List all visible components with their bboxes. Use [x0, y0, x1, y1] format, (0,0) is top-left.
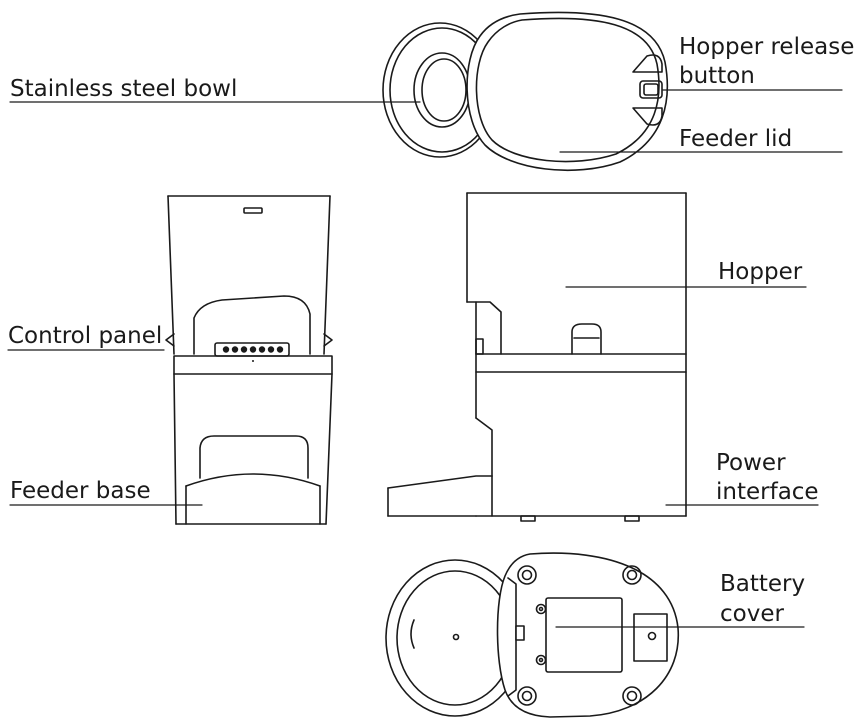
front-control-hood-drawing — [165, 295, 333, 355]
callout-lines — [7, 89, 843, 628]
label-feeder-lid: Feeder lid — [679, 126, 793, 152]
side-feeder-base-drawing — [475, 353, 687, 517]
label-battery-cover-line2: cover — [720, 601, 784, 627]
side-hopper-drawing — [466, 192, 687, 355]
label-control-panel: Control panel — [8, 323, 163, 349]
label-power-interface-line2: interface — [716, 479, 819, 505]
label-hopper: Hopper — [718, 259, 803, 285]
front-control-panel-drawing — [214, 342, 290, 357]
side-view — [387, 192, 687, 522]
label-feeder-base: Feeder base — [10, 478, 151, 504]
bottom-view — [385, 552, 680, 718]
front-feeder-base-drawing — [173, 355, 333, 525]
bottom-shell-drawing — [496, 552, 680, 718]
hopper-release-button-drawing — [632, 54, 663, 126]
label-hopper-release-line2: button — [679, 63, 755, 89]
front-view — [165, 195, 333, 525]
side-tray-drawing — [387, 475, 493, 517]
top-view — [382, 11, 669, 172]
front-hopper-drawing — [167, 195, 331, 355]
side-feet-drawing — [520, 515, 640, 522]
label-battery-cover-line1: Battery — [720, 571, 806, 597]
bottom-battery-cover-drawing — [535, 597, 668, 673]
front-bowl-drawing — [185, 435, 321, 525]
feeder-lid-drawing — [466, 11, 669, 172]
label-stainless-steel-bowl: Stainless steel bowl — [10, 76, 238, 102]
label-power-interface-line1: Power — [716, 450, 786, 476]
bottom-feet-drawing — [517, 565, 642, 706]
label-hopper-release-line1: Hopper release — [679, 34, 855, 60]
side-release-button-drawing — [571, 323, 602, 355]
